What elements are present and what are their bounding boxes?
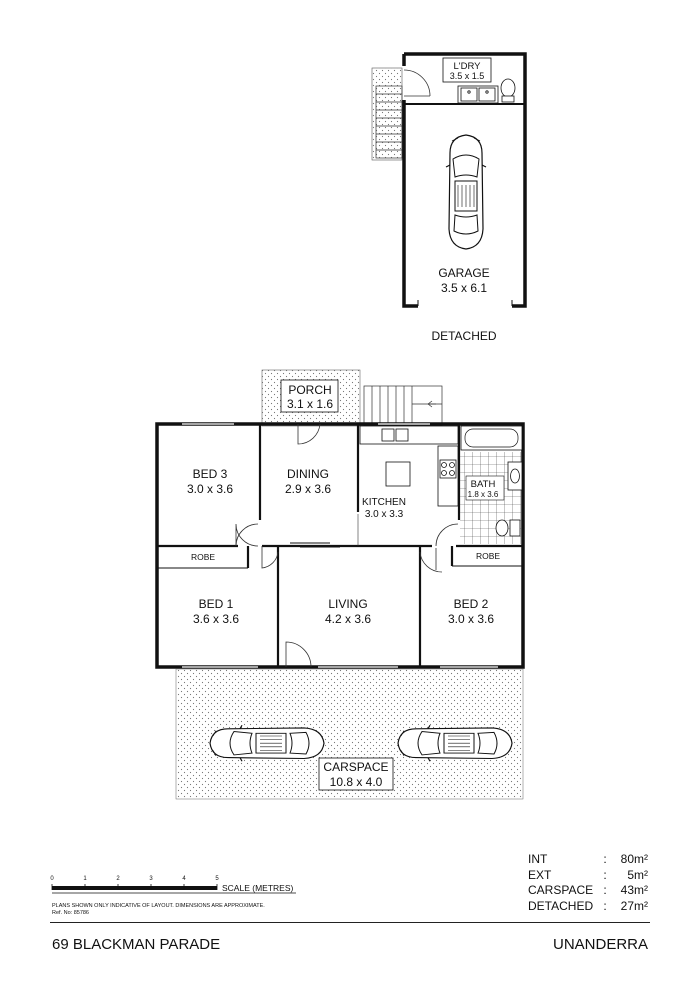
scale-tick-5: 5 [215,876,219,882]
living-name: LIVING [328,597,367,611]
laundry-name: L'DRY [454,61,482,72]
area-colon: : [603,852,607,866]
porch-dims: 3.1 x 1.6 [287,397,333,411]
garage-dims: 3.5 x 6.1 [441,281,487,295]
garage-stairs [375,85,403,159]
area-row-carspace: CARSPACE : 43m² [528,883,648,899]
porch-name: PORCH [288,383,331,397]
scale-tick-3: 3 [149,876,153,882]
area-label: DETACHED [528,898,594,913]
detached-label: DETACHED [431,329,496,343]
bed1-name: BED 1 [199,597,234,611]
area-colon: : [603,883,607,897]
toilet-icon [500,78,516,103]
dining-name: DINING [287,467,329,481]
footer-divider [50,922,650,923]
bath-name: BATH [471,479,496,490]
property-address: 69 BLACKMAN PARADE [52,936,221,953]
living-dims: 4.2 x 3.6 [325,612,371,626]
kitchen-name: KITCHEN [362,497,406,508]
disclaimer-ref: Ref. No: 85786 [52,910,89,916]
area-row-int: INT : 80m² [528,852,648,868]
area-colon: : [603,898,607,913]
area-label: EXT [528,867,552,882]
bed3-dims: 3.0 x 3.6 [187,482,233,496]
disclaimer: PLANS SHOWN ONLY INDICATIVE OF LAYOUT. D… [52,903,265,917]
area-value: 80m² [620,852,648,866]
bed2-name: BED 2 [454,597,489,611]
car-icon [209,724,325,762]
detached-garage: L'DRY 3.5 x 1.5 GARAGE 3.5 x 6.1 [371,52,527,308]
kitchen-fixtures [359,425,459,507]
robe1-label: ROBE [191,552,215,562]
laundry-tubs [457,85,499,104]
property-suburb: UNANDERRA [552,936,648,953]
scale-tick-0: 0 [50,876,54,882]
area-label: CARSPACE [528,883,594,897]
scale-tick-4: 4 [182,876,186,882]
front-stairs [363,385,443,427]
porch-label-box [280,379,339,413]
carspace-name: CARSPACE [323,760,388,774]
bed2-dims: 3.0 x 3.6 [448,612,494,626]
door-swings [235,423,459,668]
scale-tick-2: 2 [116,876,120,882]
bath-toilet-icon [495,519,521,537]
area-colon: : [603,867,607,882]
vanity-icon [507,461,523,491]
carspace-dims: 10.8 x 4.0 [330,775,383,789]
kitchen-dims: 3.0 x 3.3 [365,509,404,520]
car-icon [445,134,487,250]
laundry-dims: 3.5 x 1.5 [450,71,485,81]
scale-bar: 0 1 2 3 4 5 SCALE (METRES) [50,876,296,894]
area-summary: INT : 80m² EXT : 5m² CARSPACE : 43m² DET… [528,852,648,914]
scale-tick-1: 1 [83,876,87,882]
garage-name: GARAGE [438,266,489,280]
bed1-dims: 3.6 x 3.6 [193,612,239,626]
disclaimer-line-1: PLANS SHOWN ONLY INDICATIVE OF LAYOUT. D… [52,903,265,909]
house-internal-walls [157,424,523,667]
area-value: 43m² [620,883,648,897]
bed3-name: BED 3 [193,467,228,481]
area-label: INT [528,852,548,866]
robe2-label: ROBE [476,551,500,561]
car-icon [397,724,513,762]
area-value: 5m² [627,867,648,882]
area-row-detached: DETACHED : 27m² [528,899,648,915]
scale-label: SCALE (METRES) [222,883,293,893]
bath-dims: 1.8 x 3.6 [468,490,499,499]
area-row-ext: EXT : 5m² [528,868,648,884]
dining-dims: 2.9 x 3.6 [285,482,331,496]
carspace-label-box [318,757,394,791]
area-value: 27m² [620,898,648,913]
